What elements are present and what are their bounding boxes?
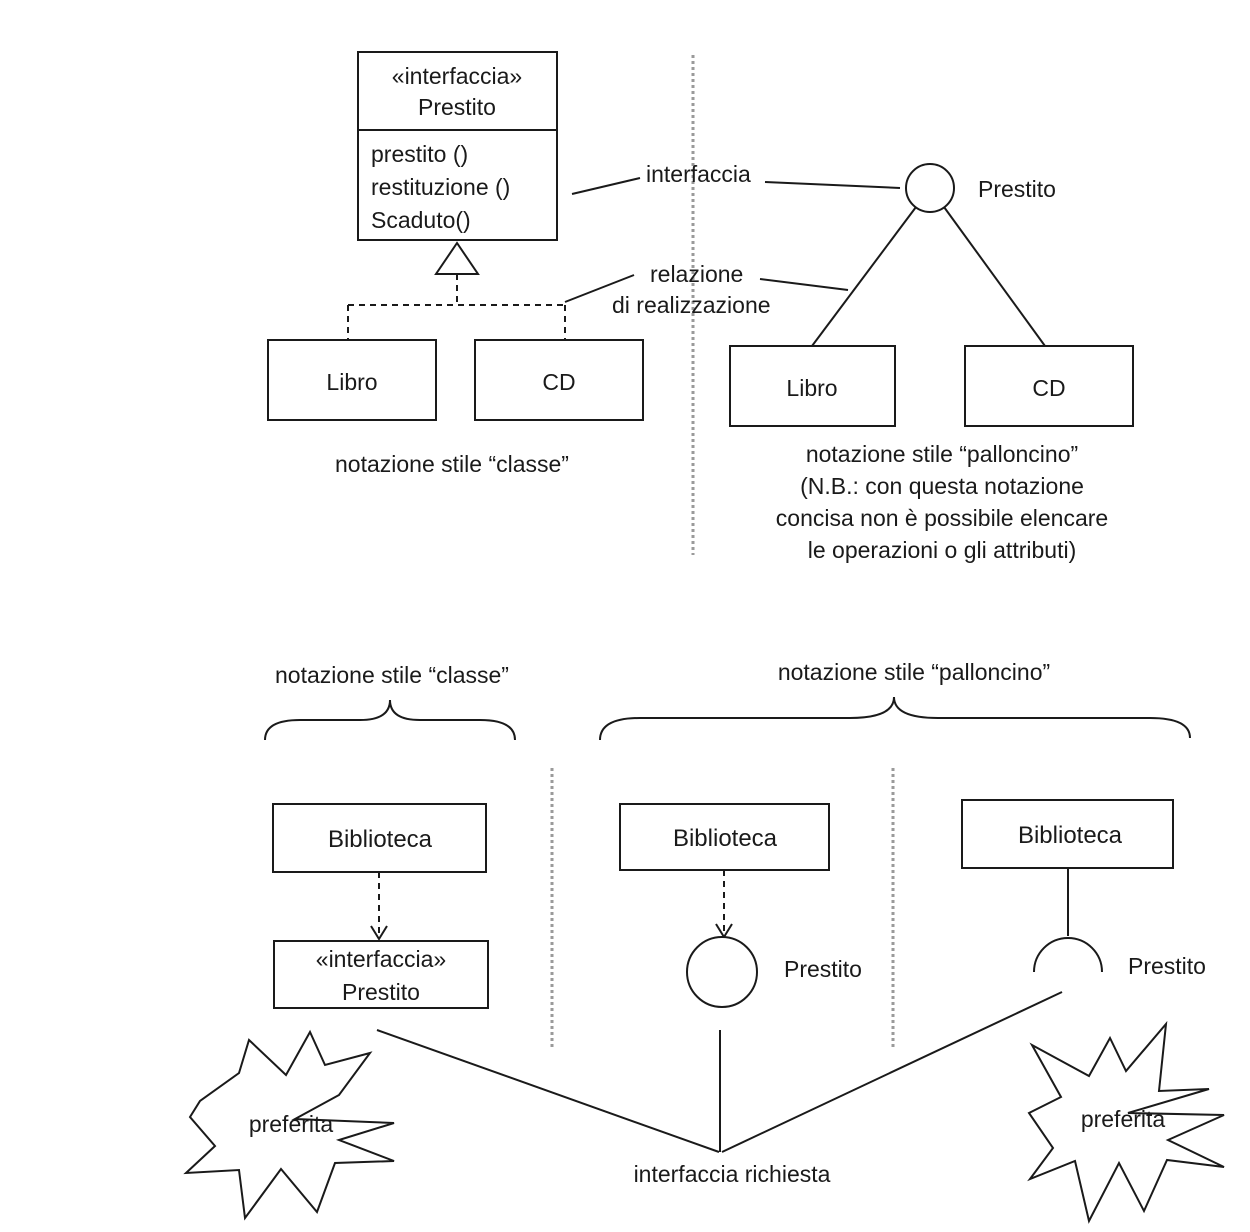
callout-line: [759, 278, 849, 291]
caption-class-style: notazione stile “classe”: [335, 451, 569, 477]
operation-item: prestito (): [371, 141, 468, 167]
caption-line: notazione stile “palloncino”: [806, 441, 1078, 467]
starburst-label: preferita: [249, 1111, 334, 1137]
lollipop-name: Prestito: [978, 176, 1056, 202]
interface-name: Prestito: [1128, 953, 1206, 979]
interface-box: [273, 940, 489, 1009]
realizer-label: CD: [1032, 375, 1065, 401]
required-interface-callout: [376, 991, 1063, 1153]
caption-line: le operazioni o gli attributi): [808, 537, 1076, 563]
interface-ball-icon: [686, 936, 758, 1008]
starburst-label: preferita: [1081, 1106, 1166, 1132]
brace-label-class: notazione stile “classe”: [275, 662, 509, 688]
callout-interface-label: interfaccia: [646, 161, 751, 187]
client-box: [961, 799, 1174, 869]
realizer-box-cd-right: CD: [964, 345, 1134, 427]
interface-ball-icon: [905, 163, 955, 213]
lollipop-interface: Prestito: [811, 163, 1056, 347]
operation-item: Scaduto(): [371, 207, 471, 233]
client-label: Biblioteca: [1018, 822, 1123, 849]
caption-line: concisa non è possibile elencare: [776, 505, 1108, 531]
callout-line: [564, 274, 635, 303]
realizer-label: CD: [542, 369, 575, 395]
client-box: [272, 803, 487, 873]
panel-class-style: Biblioteca «interfaccia» Prestito: [272, 803, 489, 1009]
realizer-box-libro-right: Libro: [729, 345, 896, 427]
caption-balloon-style: notazione stile “palloncino” (N.B.: con …: [776, 441, 1108, 563]
callout-line: [571, 177, 641, 195]
dependency-arrowhead-icon: [370, 925, 388, 941]
callout-realization-label: di realizzazione: [612, 292, 771, 318]
interface-class-box: «interfaccia» Prestito prestito () resti…: [357, 51, 558, 241]
interface-socket-icon: [1033, 937, 1103, 973]
realizer-label: Libro: [786, 375, 837, 401]
callout-realization-label: relazione: [650, 261, 743, 287]
starburst-right: preferita: [1027, 1020, 1225, 1224]
client-label: Biblioteca: [328, 826, 433, 853]
realization-arrow: [347, 241, 566, 340]
interface-stereotype: «interfaccia»: [316, 946, 446, 972]
realizer-label: Libro: [326, 369, 377, 395]
interface-name: Prestito: [342, 979, 420, 1005]
client-label: Biblioteca: [673, 825, 778, 852]
curly-brace-right: [599, 696, 1191, 741]
interface-name: Prestito: [418, 94, 496, 120]
required-interface-label: interfaccia richiesta: [634, 1161, 831, 1187]
brace-label-balloon: notazione stile “palloncino”: [778, 659, 1050, 685]
panel-ball-style: Biblioteca Prestito: [619, 803, 862, 1008]
operation-item: restituzione (): [371, 174, 510, 200]
callout-line: [764, 181, 901, 189]
starburst-left: preferita: [183, 1029, 395, 1221]
interface-name: Prestito: [784, 956, 862, 982]
caption-line: (N.B.: con questa notazione: [800, 473, 1084, 499]
interface-stereotype: «interfaccia»: [392, 63, 522, 89]
panel-socket-style: Biblioteca Prestito: [961, 799, 1206, 979]
realizer-box-libro-left: Libro: [267, 339, 437, 421]
realizer-box-cd-left: CD: [474, 339, 644, 421]
curly-brace-left: [264, 699, 516, 741]
